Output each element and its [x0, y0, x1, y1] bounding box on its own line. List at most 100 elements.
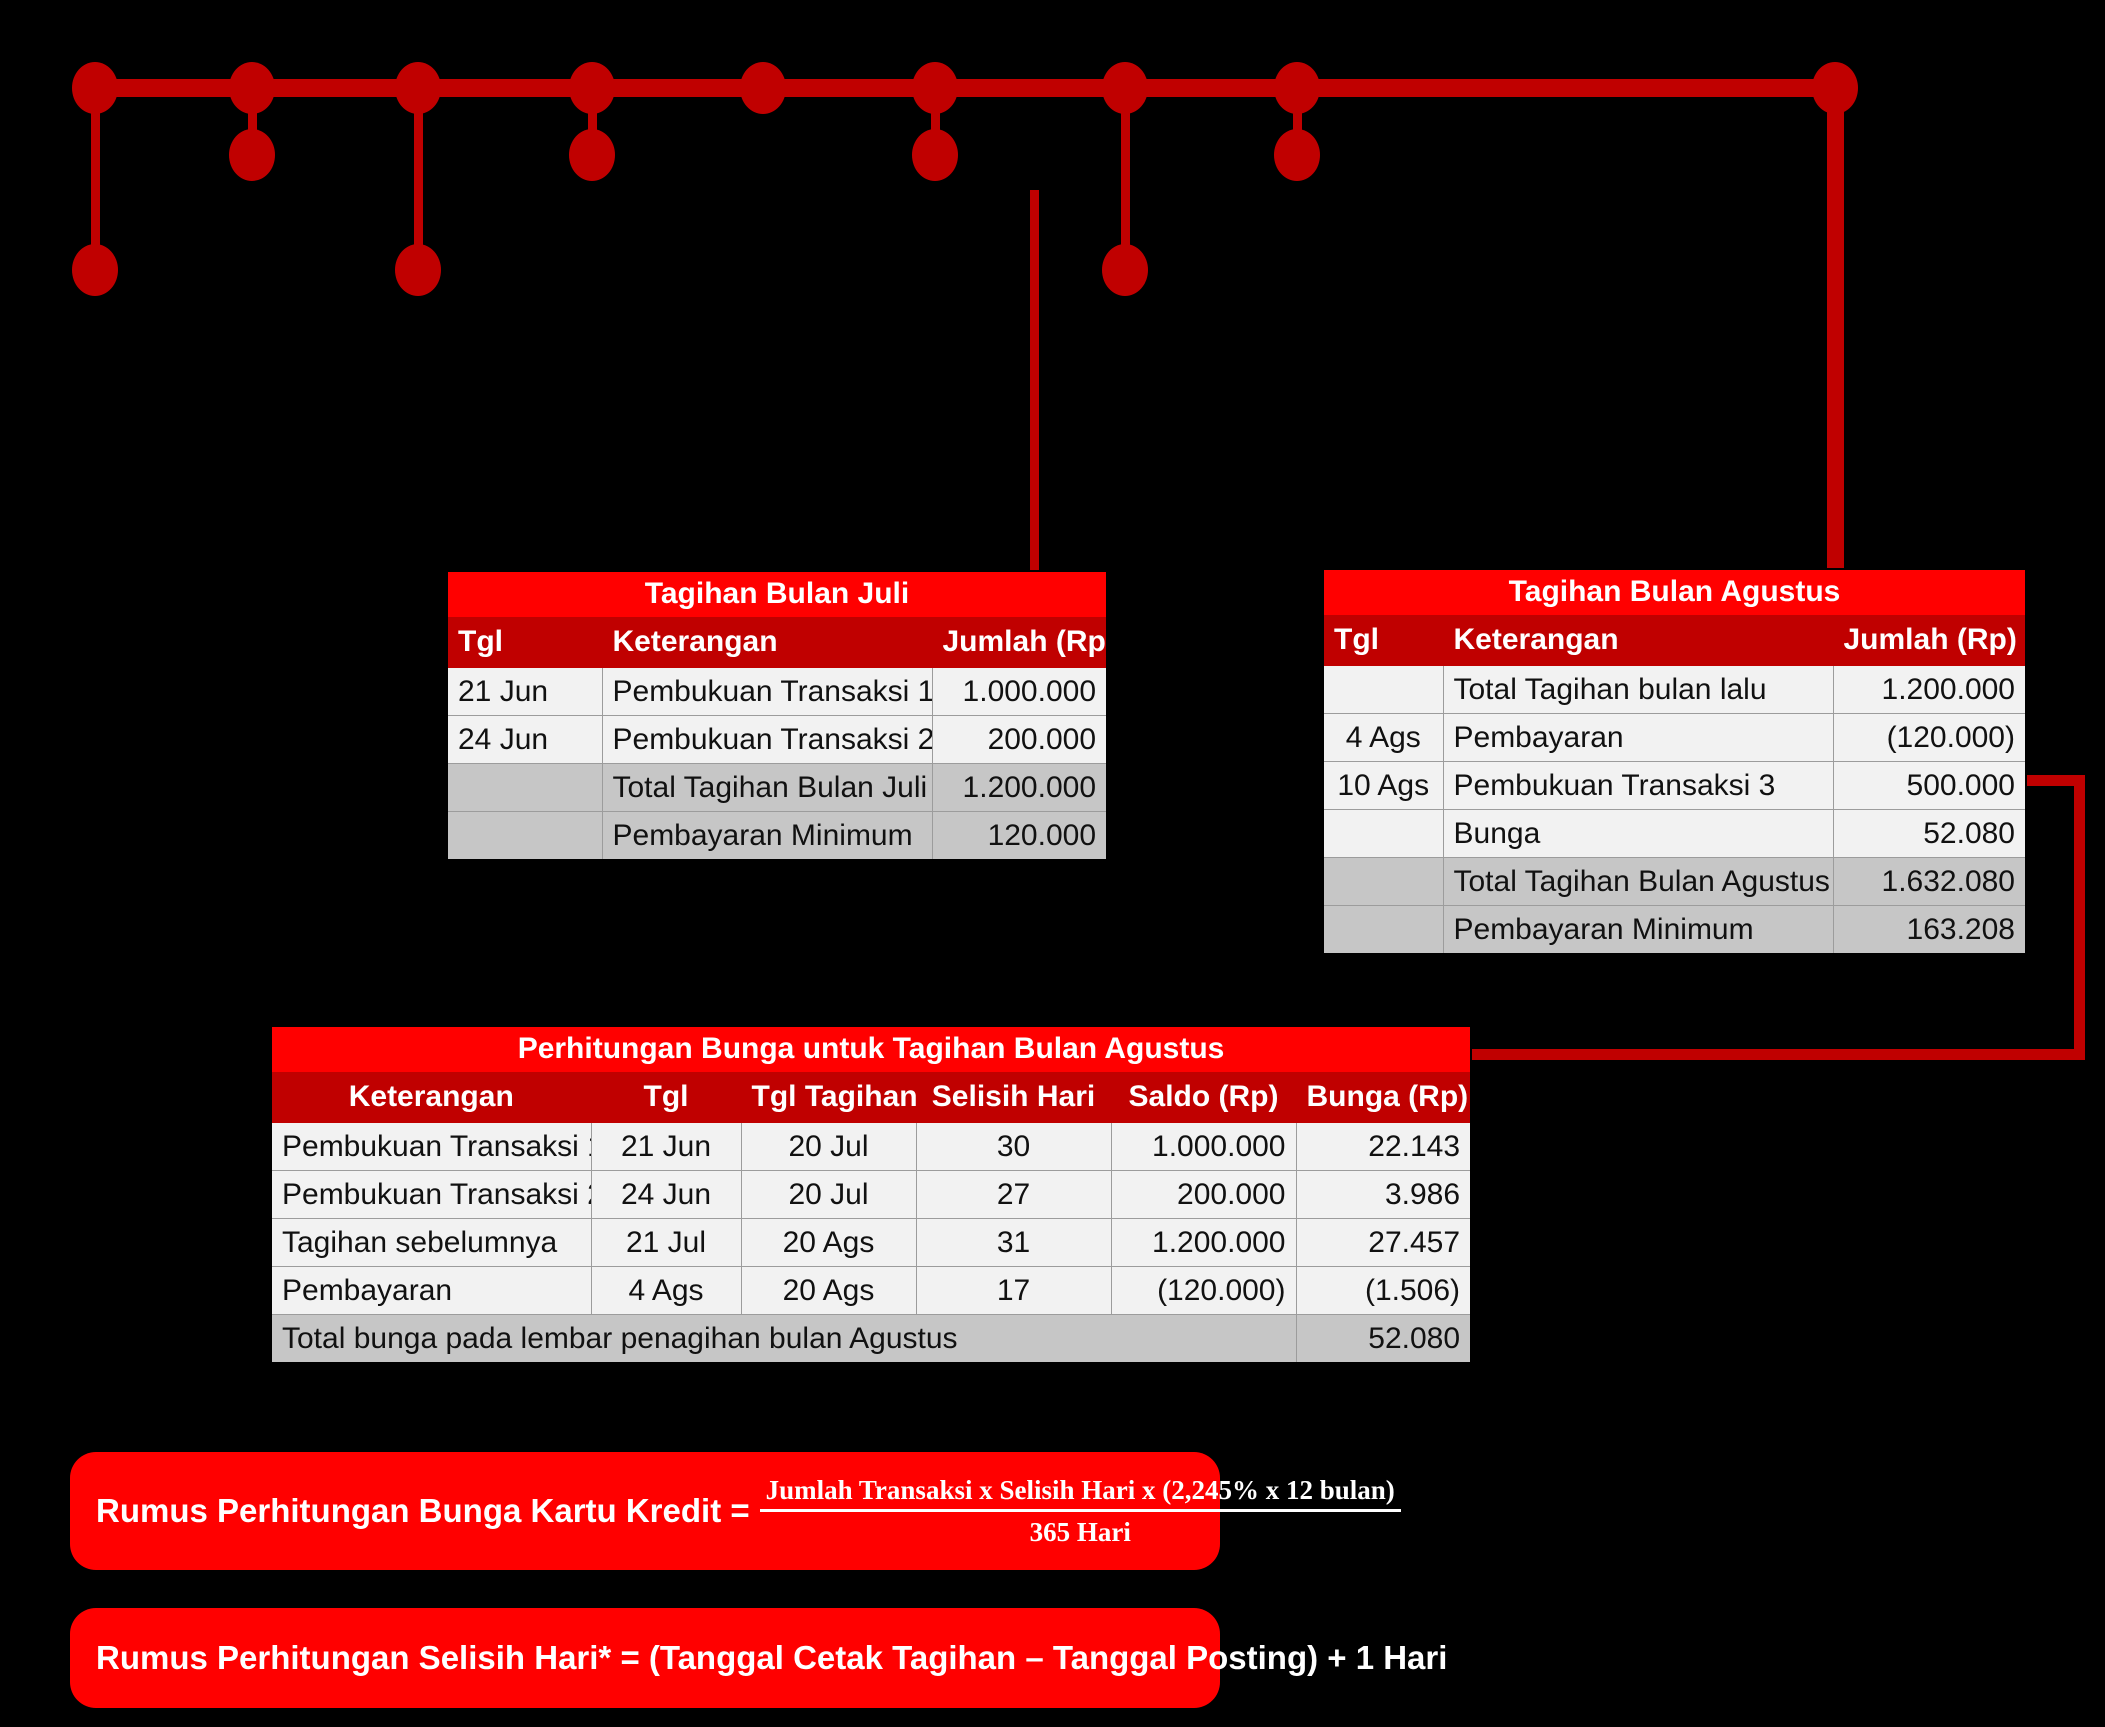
col-header-selisih-hari: Selisih Hari	[915, 1071, 1112, 1123]
timeline-stem	[1120, 88, 1130, 270]
col-header-tgl: Tgl	[446, 616, 603, 668]
table-row: Pembayaran 4 Ags 20 Ags 17 (120.000) (1.…	[270, 1266, 1472, 1315]
timeline-node-dot[interactable]	[569, 62, 615, 114]
cell-tgl	[1322, 665, 1444, 714]
cell-total-label: Total bunga pada lembar penagihan bulan …	[270, 1314, 1297, 1364]
table-row-summary: Pembayaran Minimum 163.208	[1322, 905, 2027, 955]
col-header-tgl-tagihan: Tgl Tagihan	[740, 1071, 917, 1123]
col-header-jumlah: Jumlah (Rp)	[1832, 614, 2027, 666]
cell-tgl: 21 Jul	[590, 1218, 742, 1267]
cell-tgl: 24 Jun	[590, 1170, 742, 1219]
cell-tgl: 24 Jun	[446, 715, 603, 764]
cell-keterangan: Total Tagihan Bulan Juli	[601, 763, 933, 812]
table-row: Bunga 52.080	[1322, 809, 2027, 858]
cell-tgl-tagihan: 20 Ags	[740, 1218, 917, 1267]
col-header-saldo: Saldo (Rp)	[1110, 1071, 1297, 1123]
table-juli-header-row: Tgl Keterangan Jumlah (Rp)	[446, 616, 1108, 668]
cell-keterangan: Pembayaran Minimum	[1442, 905, 1834, 955]
table-bunga-title: Perhitungan Bunga untuk Tagihan Bulan Ag…	[271, 1026, 1472, 1072]
cell-total-value: 52.080	[1295, 1314, 1472, 1364]
table-agustus-header-row: Tgl Keterangan Jumlah (Rp)	[1322, 614, 2027, 666]
cell-saldo: 200.000	[1110, 1170, 1297, 1219]
timeline-event-dot[interactable]	[569, 129, 615, 181]
timeline-stem	[413, 88, 423, 270]
connector-elbow-vertical	[2074, 775, 2085, 1060]
timeline-stem	[587, 88, 597, 155]
cell-keterangan: Total Tagihan Bulan Agustus	[1442, 857, 1834, 906]
col-header-keterangan: Keterangan	[1442, 614, 1834, 666]
table-row: 24 Jun Pembukuan Transaksi 2 200.000	[446, 715, 1108, 764]
cell-keterangan: Total Tagihan bulan lalu	[1442, 665, 1834, 714]
cell-bunga: (1.506)	[1295, 1266, 1472, 1315]
col-header-tgl: Tgl	[1322, 614, 1444, 666]
cell-keterangan: Pembayaran Minimum	[601, 811, 933, 861]
col-header-jumlah: Jumlah (Rp)	[931, 616, 1108, 668]
table-perhitungan-bunga: Perhitungan Bunga untuk Tagihan Bulan Ag…	[270, 1025, 1473, 1364]
table-row: 4 Ags Pembayaran (120.000)	[1322, 713, 2027, 762]
cell-keterangan: Tagihan sebelumnya	[270, 1218, 592, 1267]
col-header-keterangan: Keterangan	[601, 616, 933, 668]
formula-bunga-numerator: Jumlah Transaksi x Selisih Hari x (2,245…	[759, 1475, 1401, 1512]
timeline-stem	[247, 88, 257, 155]
timeline-event-dot[interactable]	[395, 244, 441, 296]
timeline-node-dot[interactable]	[229, 62, 275, 114]
formula-bunga-fraction: Jumlah Transaksi x Selisih Hari x (2,245…	[759, 1475, 1401, 1548]
timeline-stem	[90, 88, 100, 270]
timeline-stem	[1292, 88, 1302, 155]
cell-jumlah: 1.200.000	[931, 763, 1108, 812]
timeline-node-dot[interactable]	[912, 62, 958, 114]
timeline-event-dot[interactable]	[1274, 129, 1320, 181]
cell-saldo: 1.000.000	[1110, 1122, 1297, 1171]
timeline-stem	[930, 88, 940, 155]
cell-keterangan: Pembukuan Transaksi 1	[601, 667, 933, 716]
timeline-node-dot[interactable]	[395, 62, 441, 114]
timeline-event-dot[interactable]	[912, 129, 958, 181]
col-header-bunga: Bunga (Rp)	[1295, 1071, 1472, 1123]
cell-tgl	[1322, 905, 1444, 955]
cell-jumlah: 500.000	[1832, 761, 2027, 810]
cell-tgl: 21 Jun	[590, 1122, 742, 1171]
connector-elbow-horizontal-bottom	[1462, 1049, 2085, 1060]
timeline-node-dot[interactable]	[740, 62, 786, 114]
table-row-summary: Pembayaran Minimum 120.000	[446, 811, 1108, 861]
cell-tgl: 21 Jun	[446, 667, 603, 716]
timeline-event-dot[interactable]	[1102, 244, 1148, 296]
connector-to-agustus-table	[1827, 88, 1844, 568]
timeline-event-dot[interactable]	[72, 244, 118, 296]
table-row: Pembukuan Transaksi 2 24 Jun 20 Jul 27 2…	[270, 1170, 1472, 1219]
timeline-node-dot[interactable]	[1274, 62, 1320, 114]
col-header-keterangan: Keterangan	[270, 1071, 592, 1123]
timeline-node-dot[interactable]	[72, 62, 118, 114]
col-header-tgl: Tgl	[590, 1071, 742, 1123]
table-row: 10 Ags Pembukuan Transaksi 3 500.000	[1322, 761, 2027, 810]
cell-selisih-hari: 30	[915, 1122, 1112, 1171]
timeline-diagram	[0, 0, 2105, 420]
cell-selisih-hari: 17	[915, 1266, 1112, 1315]
table-tagihan-juli: Tagihan Bulan Juli Tgl Keterangan Jumlah…	[446, 570, 1109, 861]
cell-jumlah: 200.000	[931, 715, 1108, 764]
formula-bunga-denominator: 365 Hari	[1029, 1516, 1131, 1547]
cell-keterangan: Bunga	[1442, 809, 1834, 858]
table-row: Total Tagihan bulan lalu 1.200.000	[1322, 665, 2027, 714]
cell-bunga: 22.143	[1295, 1122, 1472, 1171]
cell-saldo: (120.000)	[1110, 1266, 1297, 1315]
cell-jumlah: (120.000)	[1832, 713, 2027, 762]
cell-selisih-hari: 31	[915, 1218, 1112, 1267]
cell-tgl: 10 Ags	[1322, 761, 1444, 810]
cell-tgl	[1322, 809, 1444, 858]
cell-tgl-tagihan: 20 Jul	[740, 1122, 917, 1171]
formula-bunga-label: Rumus Perhitungan Bunga Kartu Kredit =	[96, 1492, 750, 1529]
cell-keterangan: Pembukuan Transaksi 2	[601, 715, 933, 764]
cell-tgl	[446, 763, 603, 812]
cell-keterangan: Pembukuan Transaksi 3	[1442, 761, 1834, 810]
connector-elbow-horizontal-top	[2025, 775, 2085, 786]
cell-jumlah: 52.080	[1832, 809, 2027, 858]
table-row-summary: Total Tagihan Bulan Juli 1.200.000	[446, 763, 1108, 812]
table-row-summary: Total Tagihan Bulan Agustus 1.632.080	[1322, 857, 2027, 906]
cell-keterangan: Pembukuan Transaksi 2	[270, 1170, 592, 1219]
timeline-node-dot[interactable]	[1102, 62, 1148, 114]
cell-keterangan: Pembayaran	[1442, 713, 1834, 762]
cell-jumlah: 1.632.080	[1832, 857, 2027, 906]
cell-bunga: 27.457	[1295, 1218, 1472, 1267]
timeline-event-dot[interactable]	[229, 129, 275, 181]
